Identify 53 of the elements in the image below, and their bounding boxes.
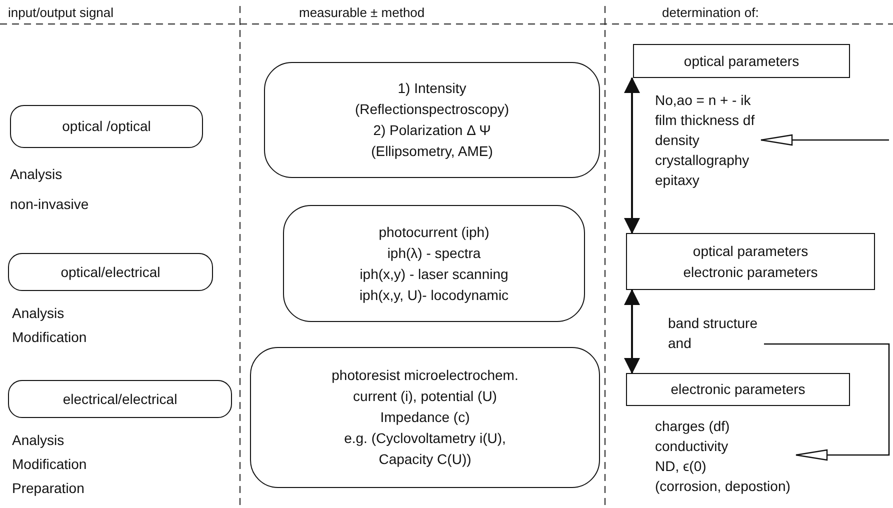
box-text: iph(x,y) - laser scanning (360, 264, 508, 284)
box-text: optical /optical (62, 117, 151, 136)
text-line: and (668, 334, 692, 353)
note-text: Analysis (12, 432, 64, 448)
text-line: density (655, 131, 700, 150)
note-text: Modification (12, 329, 87, 345)
box (626, 233, 875, 290)
box-text: optical parameters (684, 52, 800, 71)
column-heading: determination of: (660, 5, 761, 20)
text-line: band structure (668, 314, 758, 333)
box (626, 373, 850, 406)
note-text: Analysis (10, 166, 62, 182)
box-text: Impedance (c) (380, 408, 470, 427)
rounded-box (8, 253, 213, 291)
box-text: (Ellipsometry, AME) (371, 142, 493, 161)
rounded-box (250, 347, 600, 488)
box-text: photocurrent (iph) (378, 222, 490, 242)
box-text: current (i), potential (U) (353, 387, 497, 406)
box-text: iph(λ) - spectra (387, 244, 481, 263)
box-text: photoresist microelectrochem. (332, 366, 518, 385)
note-text: non-invasive (10, 196, 89, 212)
arrow (764, 343, 890, 461)
box-text: iph(x,y, U)- locodynamic (359, 286, 509, 305)
note-text: Analysis (12, 305, 64, 321)
text-line: (corrosion, depostion) (655, 477, 790, 496)
text-line: ND, ϵ(0) (655, 457, 706, 476)
box-text: 2) Polarization Δ Ψ (373, 121, 491, 140)
double-arrow (624, 77, 640, 234)
box (633, 44, 850, 78)
note-text: Modification (12, 456, 87, 472)
double-arrow (624, 289, 640, 374)
arrow (760, 134, 889, 146)
column-heading: input/output signal (6, 5, 116, 20)
box-text: e.g. (Cyclovoltametry i(U), Capacity C(U)) (343, 429, 507, 469)
box-text: electronic parameters (683, 262, 818, 282)
text-line: epitaxy (655, 171, 700, 190)
box-text: electronic parameters (670, 380, 806, 399)
text-line: conductivity (655, 437, 728, 456)
text-line: crystallography (655, 151, 750, 170)
box-text: (Reflectionspectroscopy) (354, 100, 510, 119)
rounded-box (283, 205, 585, 322)
rounded-box (264, 62, 600, 178)
text-line: No,ao = n + - ik (655, 91, 751, 110)
box-text: electrical/electrical (62, 390, 178, 408)
box-text: 1) Intensity (398, 79, 466, 98)
rounded-box (10, 105, 203, 148)
box-text: optical/electrical (60, 262, 160, 282)
column-heading: measurable ± method (297, 5, 427, 20)
note-text: Preparation (12, 480, 84, 496)
text-line: film thickness df (655, 111, 755, 130)
box-text: optical parameters (692, 242, 808, 261)
text-line: charges (df) (655, 417, 730, 436)
rounded-box (8, 380, 232, 418)
